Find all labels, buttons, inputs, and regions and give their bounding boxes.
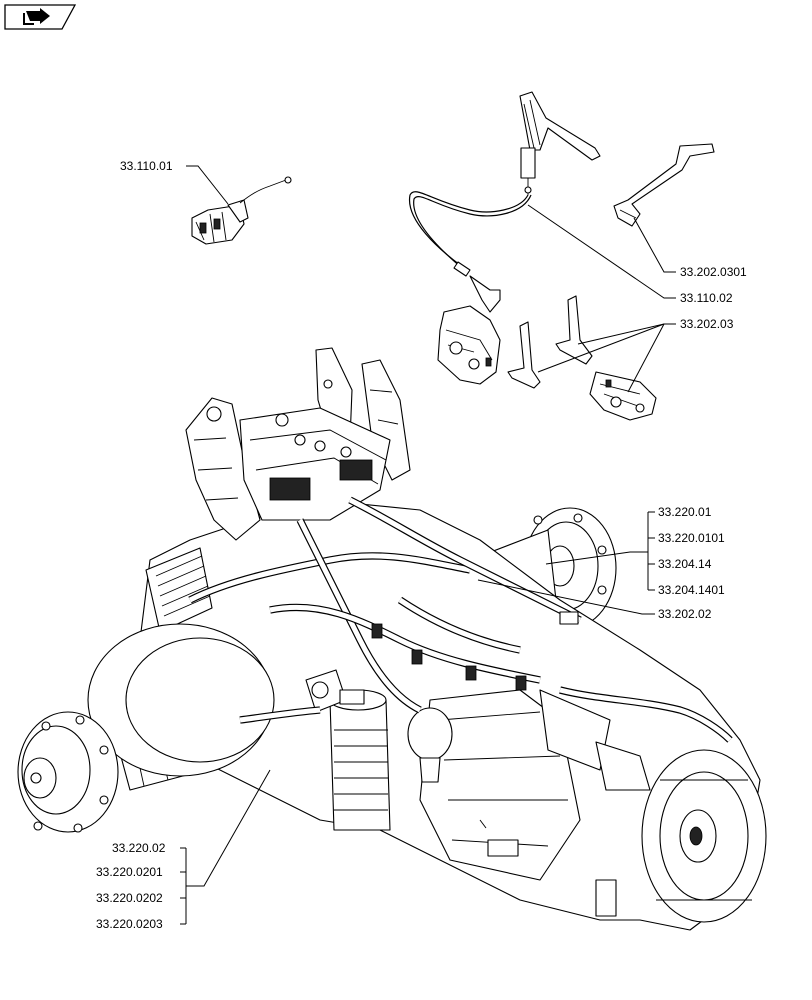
- callout-33-220-0203[interactable]: 33.220.0203: [96, 917, 163, 931]
- callout-33-202-0301[interactable]: 33.202.0301: [680, 265, 747, 279]
- callout-33-202-03[interactable]: 33.202.03: [680, 317, 734, 331]
- callout-33-110-02[interactable]: 33.110.02: [680, 291, 733, 305]
- nav-back-button[interactable]: [4, 4, 76, 30]
- callout-33-220-02[interactable]: 33.220.02: [112, 841, 166, 855]
- callout-33-220-0202[interactable]: 33.220.0202: [96, 891, 163, 905]
- bracket-set-part[interactable]: [507, 295, 657, 421]
- leader-lines: [180, 165, 676, 925]
- callout-33-220-0101[interactable]: 33.220.0101: [658, 531, 725, 545]
- arrow-navigation-icon: [23, 8, 50, 25]
- callout-33-204-14[interactable]: 33.204.14: [658, 557, 712, 571]
- callout-33-202-02[interactable]: 33.202.02: [658, 607, 712, 621]
- callout-33-220-0201[interactable]: 33.220.0201: [96, 865, 163, 879]
- callout-33-220-01[interactable]: 33.220.01: [658, 505, 712, 519]
- hydraulic-lines: [188, 496, 733, 743]
- lever-cable-part[interactable]: [409, 91, 601, 385]
- valve-block-part[interactable]: [191, 176, 292, 245]
- callout-33-204-1401[interactable]: 33.204.1401: [658, 583, 725, 597]
- pedal-rod-part[interactable]: [613, 143, 715, 227]
- transmission-assembly: [17, 347, 767, 931]
- callout-33-110-01[interactable]: 33.110.01: [120, 159, 173, 173]
